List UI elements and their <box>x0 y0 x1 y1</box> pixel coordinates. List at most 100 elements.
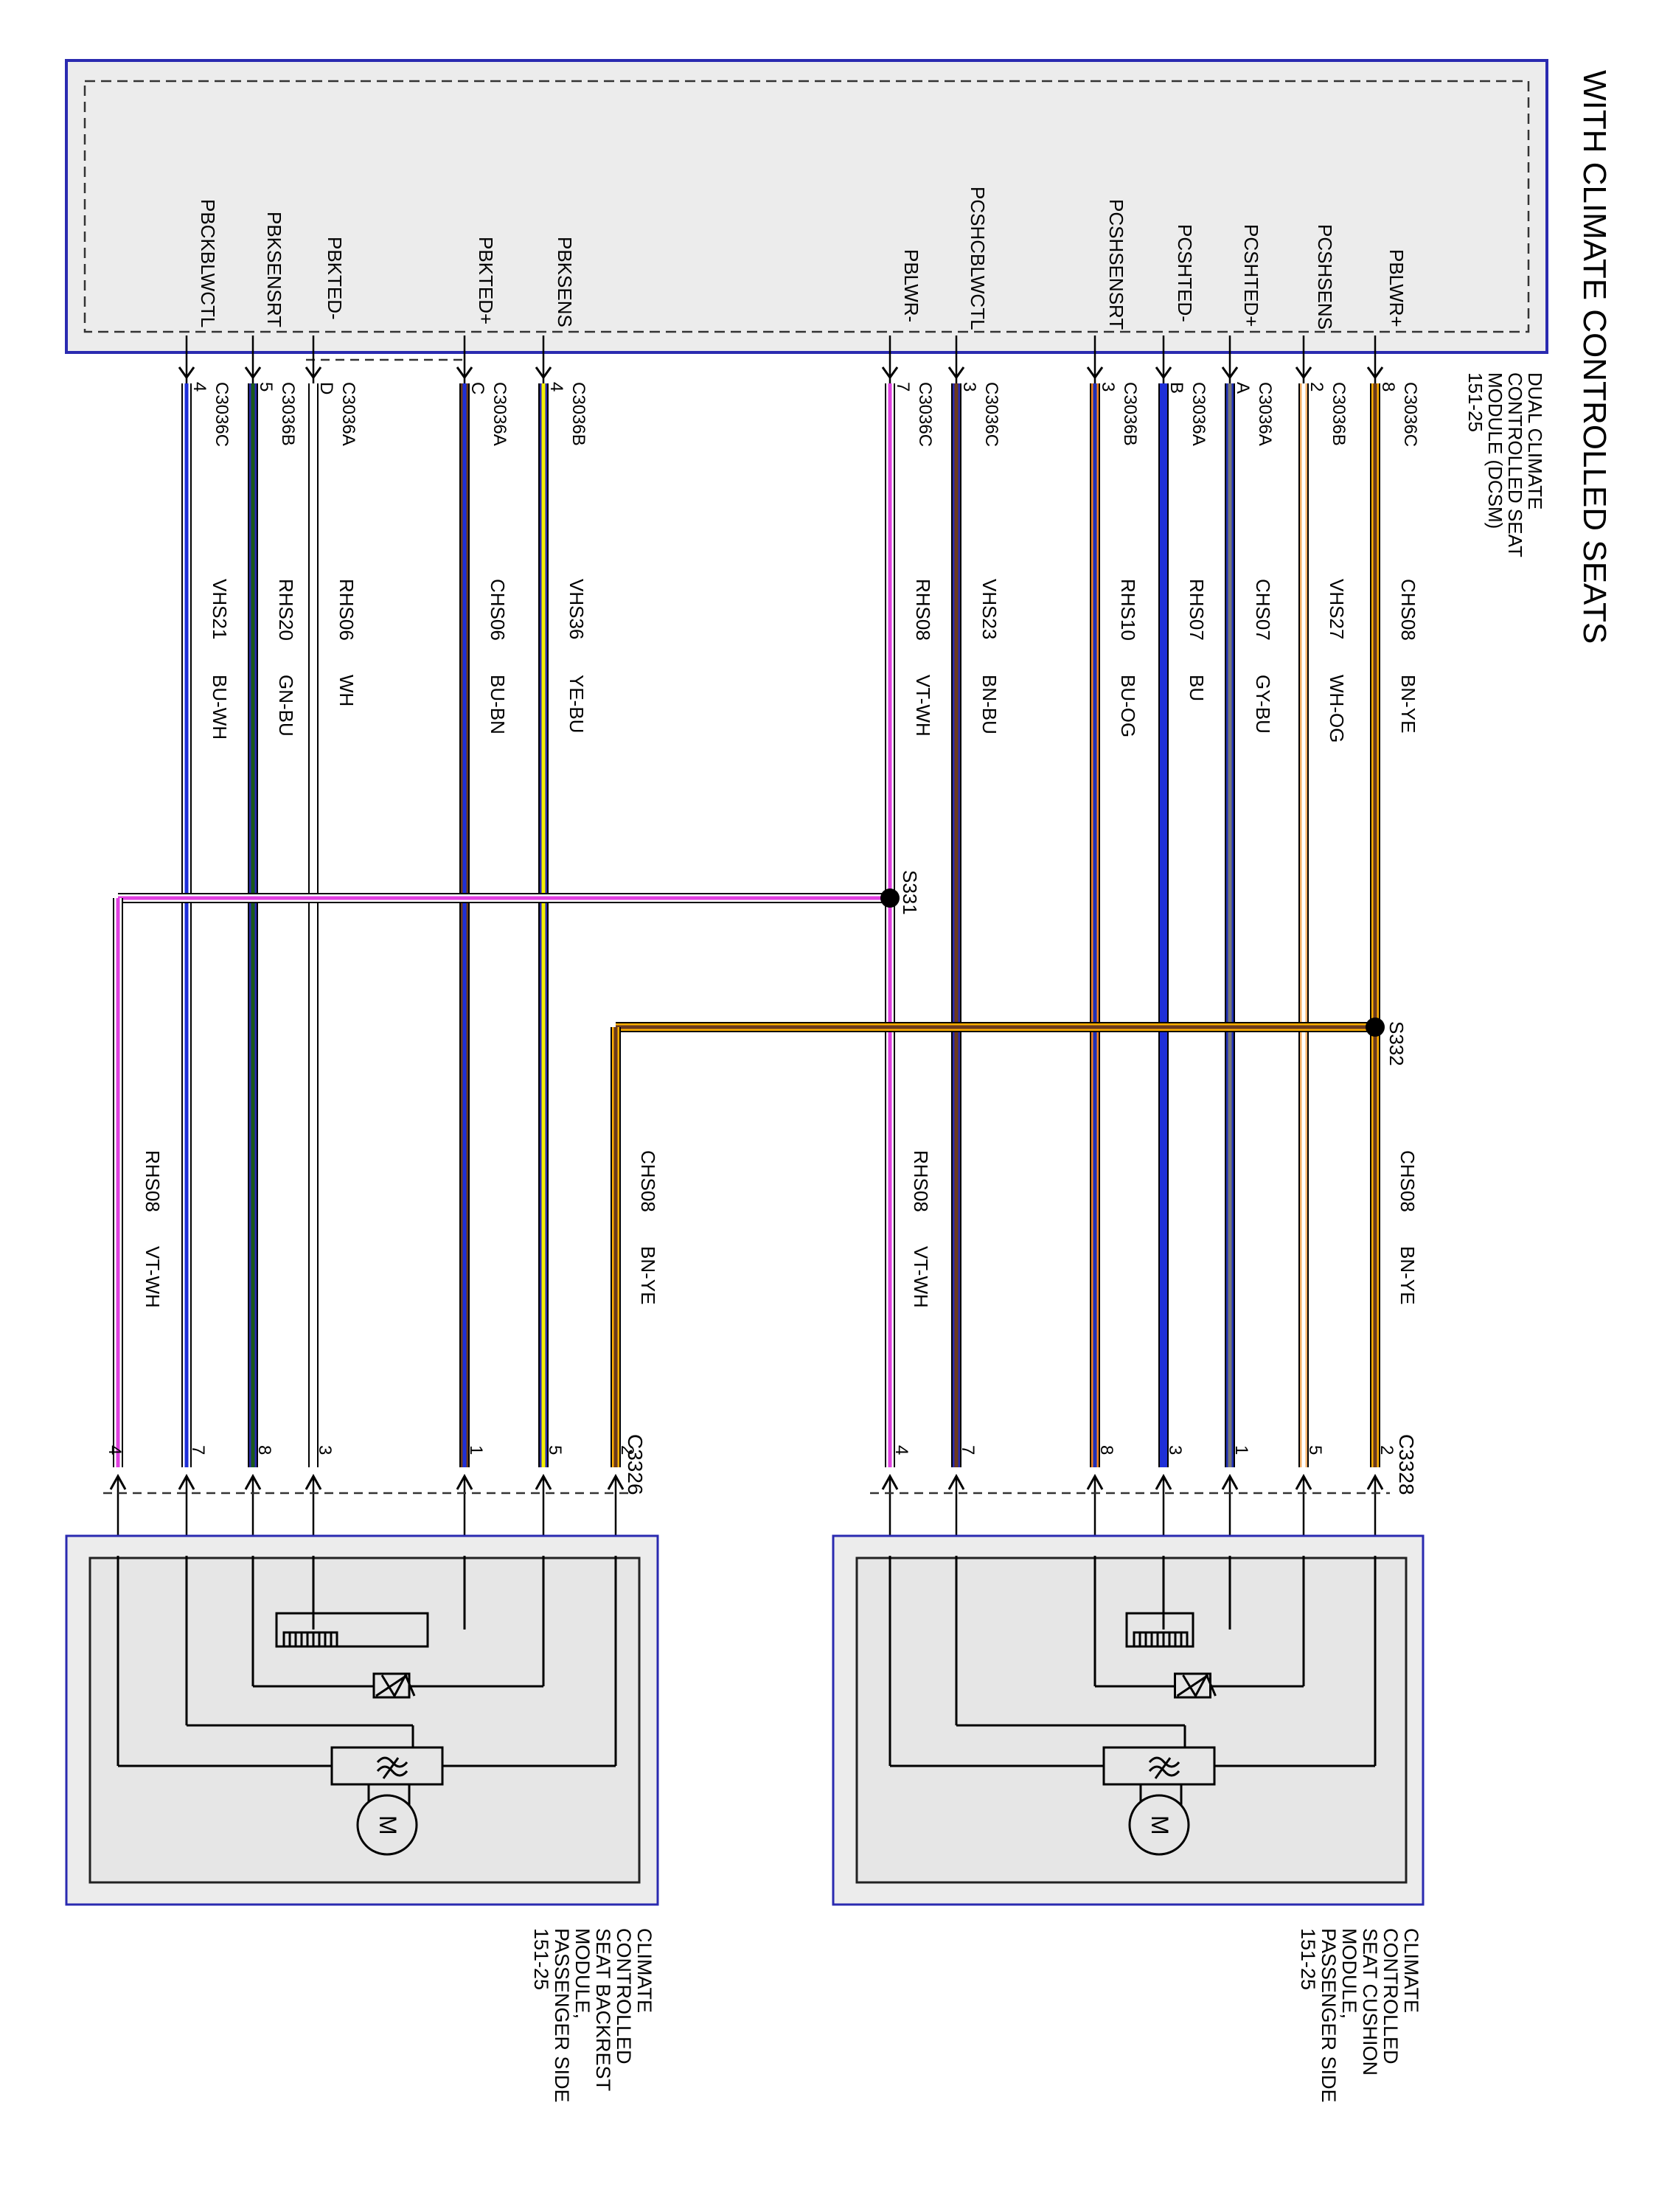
cushion-label-line-3: SEAT CUSHION <box>1359 1928 1381 2076</box>
pin-name-label: PBKSENSRT <box>263 212 285 327</box>
color-code-label: WH <box>335 675 358 706</box>
circuit-label: RHS20 <box>275 579 297 641</box>
pin-arrow-icon <box>947 366 965 380</box>
cushion-label-line-5: PASSENGER SIDE <box>1318 1928 1340 2103</box>
pin-name-label: PCSHTED+ <box>1240 224 1262 327</box>
dcsm-module-label: DUAL CLIMATE CONTROLLED SEAT MODULE (DCS… <box>1464 372 1546 557</box>
end-pin-label: 4 <box>891 1445 911 1455</box>
pin-number-label: 5 <box>256 382 276 392</box>
pin-arrow-icon <box>1086 366 1104 380</box>
diagram-title: WITH CLIMATE CONTROLLED SEATS <box>1576 70 1613 644</box>
splice-s332-label: S332 <box>1385 1021 1408 1066</box>
connector-c3326-label: C3326 <box>624 1434 647 1495</box>
backrest-label-line-5: PASSENGER SIDE <box>551 1928 573 2103</box>
pin-number-label: 4 <box>189 382 209 392</box>
circuit-label: CHS08 <box>637 1150 659 1212</box>
seat-cushion-module <box>832 1534 1425 1906</box>
pin-arrow-icon <box>178 366 195 380</box>
pin-name-label: PBKSENS <box>554 237 576 327</box>
connector-label: C3036A <box>338 382 358 446</box>
color-code-label: BU-BN <box>487 675 509 734</box>
pin-arrow-icon <box>305 366 322 380</box>
heater-element-icon <box>1125 1612 1194 1648</box>
connector-label: C3036C <box>212 382 232 447</box>
dcsm-label-line-1: DUAL CLIMATE <box>1524 372 1546 509</box>
color-code-label: BU <box>1186 675 1208 701</box>
connector-label: C3036A <box>1189 382 1208 446</box>
end-pin-label: 8 <box>254 1445 274 1455</box>
backrest-label-line-4: MODULE, <box>571 1928 594 2019</box>
pin-number-label: 3 <box>1098 382 1118 392</box>
pin-arrow-icon <box>244 366 262 380</box>
circuit-label: CHS06 <box>487 579 509 641</box>
color-code-label: VT-WH <box>912 675 934 737</box>
color-code-label: BN-BU <box>978 675 1001 734</box>
connector-label: C3036C <box>1400 382 1420 447</box>
pin-number-label: 2 <box>1307 382 1326 392</box>
pin-arrow-icon <box>535 366 552 380</box>
pin-name-label: PCSHTED- <box>1174 224 1196 322</box>
end-pin-label: 2 <box>617 1445 637 1455</box>
dcsm-module <box>65 59 1548 354</box>
connector-c3328-label: C3328 <box>1395 1434 1418 1495</box>
connector-label: C3036B <box>1120 382 1140 446</box>
color-code-label: GY-BU <box>1252 675 1274 734</box>
heater-element-icon <box>275 1612 429 1648</box>
pin-arrow-icon <box>1221 366 1239 380</box>
pin-number-label: B <box>1166 382 1186 394</box>
backrest-module-label: CLIMATE CONTROLLED SEAT BACKREST MODULE,… <box>530 1928 655 2103</box>
pin-number-label: 8 <box>1378 382 1398 392</box>
pin-arrow-icon <box>1366 366 1384 380</box>
color-code-label: GN-BU <box>275 675 297 737</box>
cushion-label-line-1: CLIMATE <box>1400 1928 1422 2013</box>
circuit-label: VHS23 <box>978 579 1001 639</box>
end-pin-label: 7 <box>958 1445 978 1455</box>
end-pin-label: 8 <box>1096 1445 1116 1455</box>
end-pin-label: 3 <box>315 1445 335 1455</box>
backrest-label-line-2: CONTROLLED <box>613 1928 635 2065</box>
pin-arrow-icon <box>881 366 899 380</box>
color-code-label: BU-OG <box>1117 675 1139 737</box>
connector-label: C3036B <box>1329 382 1349 446</box>
color-code-label: VT-WH <box>910 1246 932 1308</box>
pin-arrow-icon <box>1155 366 1172 380</box>
circuit-label: VHS27 <box>1326 579 1348 639</box>
connector-label: C3036C <box>981 382 1001 447</box>
circuit-label: CHS08 <box>1397 579 1419 641</box>
end-pin-label: 3 <box>1165 1445 1185 1455</box>
dcsm-label-line-2: CONTROLLED SEAT <box>1504 372 1526 557</box>
splice-s331-label: S331 <box>899 870 921 915</box>
dcsm-label-line-3: MODULE (DCSM) <box>1484 372 1506 529</box>
cushion-label-line-6: 151-25 <box>1297 1928 1319 1990</box>
color-code-label: BN-YE <box>1397 1246 1419 1304</box>
pin-arrow-icon <box>456 366 473 380</box>
end-pin-label: 4 <box>105 1445 125 1455</box>
pin-name-label: PCSHSENS <box>1314 224 1336 330</box>
pin-number-label: C <box>467 382 487 394</box>
pin-number-label: A <box>1233 382 1253 394</box>
pin-name-label: PCSHSENSRT <box>1105 199 1127 330</box>
circuit-label: VHS21 <box>209 579 231 639</box>
pin-number-label: 4 <box>546 382 566 392</box>
pin-number-label: 3 <box>959 382 979 392</box>
connector-label: C3036A <box>1255 382 1275 446</box>
pin-number-label: 7 <box>893 382 913 392</box>
color-code-label: BU-WH <box>209 675 231 740</box>
circuit-label: CHS08 <box>1397 1150 1419 1212</box>
blower-motor-icon <box>356 1794 418 1856</box>
color-code-label: YE-BU <box>566 675 588 733</box>
circuit-label: RHS07 <box>1186 579 1208 641</box>
connector-label: C3036B <box>568 382 588 446</box>
backrest-label-line-3: SEAT BACKREST <box>592 1928 614 2091</box>
backrest-label-line-6: 151-25 <box>530 1928 552 1990</box>
backrest-label-line-1: CLIMATE <box>633 1928 655 2013</box>
color-code-label: VT-WH <box>142 1246 164 1308</box>
connector-label: C3036C <box>915 382 935 447</box>
seat-backrest-module <box>65 1534 659 1906</box>
connector-label: C3036A <box>490 382 509 446</box>
end-pin-label: 1 <box>1231 1445 1251 1455</box>
circuit-label: RHS08 <box>910 1150 932 1212</box>
circuit-label: RHS08 <box>142 1150 164 1212</box>
pin-name-label: PCSHCBLWCTL <box>967 187 989 330</box>
